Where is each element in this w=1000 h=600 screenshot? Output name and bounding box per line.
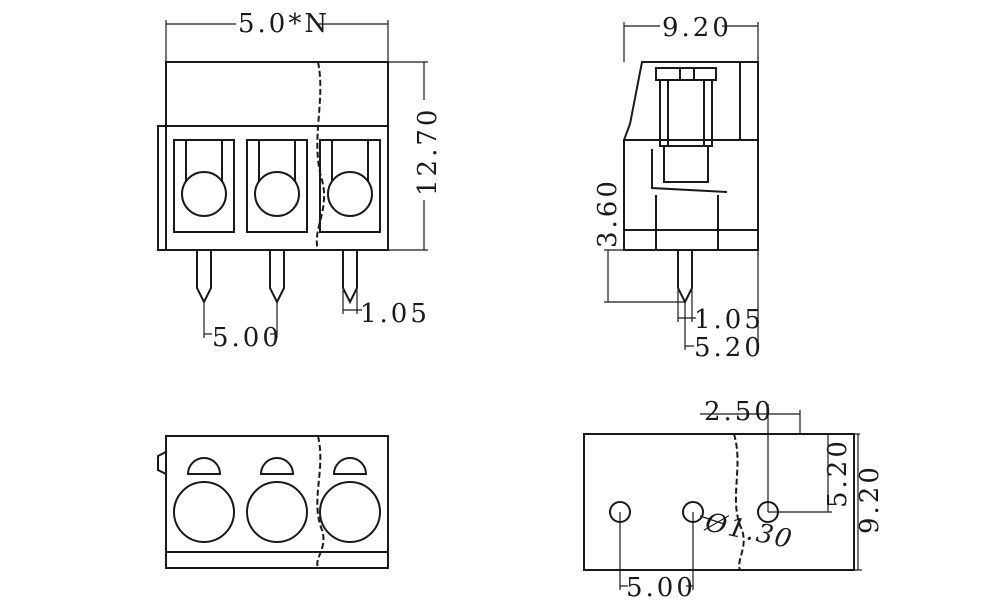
bottom-row-label: 5.20 xyxy=(823,438,853,508)
bottom-hole-label: Ø1.30 xyxy=(702,507,796,555)
side-view xyxy=(604,22,759,350)
front-height-label: 12.70 xyxy=(413,107,443,196)
side-pin-label: 1.05 xyxy=(694,305,764,335)
bottom-depth-label: 9.20 xyxy=(855,464,885,534)
bottom-view xyxy=(583,404,862,590)
top-view xyxy=(157,435,389,569)
front-width-label: 5.0*N xyxy=(238,9,330,39)
side-width-label: 9.20 xyxy=(662,13,732,43)
front-pin-label: 1.05 xyxy=(360,299,430,329)
front-view xyxy=(157,20,428,338)
side-offset-label: 5.20 xyxy=(694,333,764,363)
front-pitch-label: 5.00 xyxy=(212,323,282,353)
bottom-pitch-label: 5.00 xyxy=(626,573,696,600)
side-height-label: 3.60 xyxy=(593,178,623,248)
bottom-offset-label: 2.50 xyxy=(704,397,774,427)
